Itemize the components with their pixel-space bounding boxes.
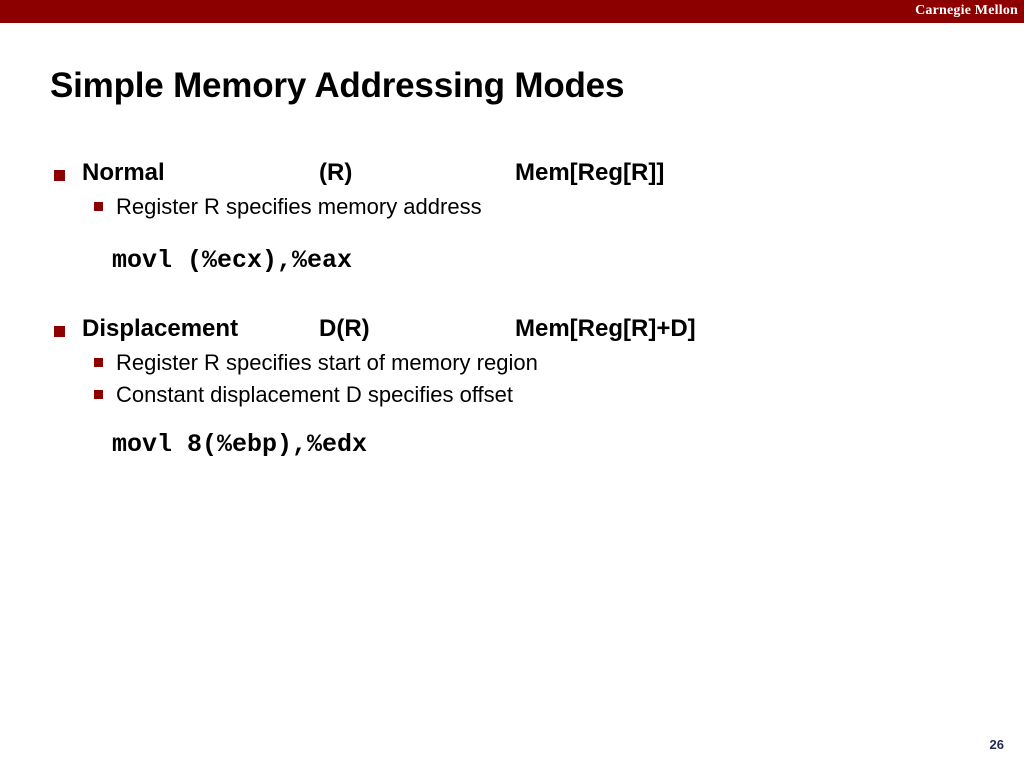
normal-mode-detail-text: Register R specifies memory address (116, 194, 482, 219)
displacement-mode-semantics: Mem[Reg[R]+D] (515, 315, 696, 342)
bullet-displacement-detail-2: Constant displacement D specifies offset (50, 380, 980, 410)
top-banner: Carnegie Mellon (0, 0, 1024, 23)
square-bullet-icon (54, 170, 65, 181)
displacement-detail-2-text: Constant displacement D specifies offset (116, 382, 514, 407)
small-square-bullet-icon (94, 202, 103, 211)
spacer (50, 224, 980, 246)
bullet-normal-mode-detail: Register R specifies memory address (50, 192, 980, 222)
square-bullet-icon (54, 326, 65, 337)
normal-mode-code: movl (%ecx),%eax (112, 246, 353, 275)
normal-mode-syntax: (R) (319, 159, 353, 186)
page-title: Simple Memory Addressing Modes (50, 66, 625, 105)
normal-mode-semantics: Mem[Reg[R]] (515, 159, 665, 186)
institution-label: Carnegie Mellon (915, 3, 1018, 18)
spacer (50, 412, 980, 430)
slide-body: Normal (R) Mem[Reg[R]] Register R specifie… (50, 158, 980, 460)
bullet-normal-mode: Normal (R) Mem[Reg[R]] (50, 158, 980, 188)
small-square-bullet-icon (94, 390, 103, 399)
slide-number: 26 (989, 737, 1004, 752)
displacement-mode-syntax: D(R) (319, 315, 370, 342)
bullet-displacement-detail-1: Register R specifies start of memory reg… (50, 348, 980, 378)
bullet-displacement-mode: Displacement D(R) Mem[Reg[R]+D] (50, 314, 980, 344)
normal-mode-name: Normal (82, 159, 165, 186)
displacement-mode-code: movl 8(%ebp),%edx (112, 430, 368, 459)
displacement-detail-1-text: Register R specifies start of memory reg… (116, 350, 538, 375)
small-square-bullet-icon (94, 358, 103, 367)
displacement-mode-name: Displacement (82, 315, 239, 342)
spacer (50, 276, 980, 314)
